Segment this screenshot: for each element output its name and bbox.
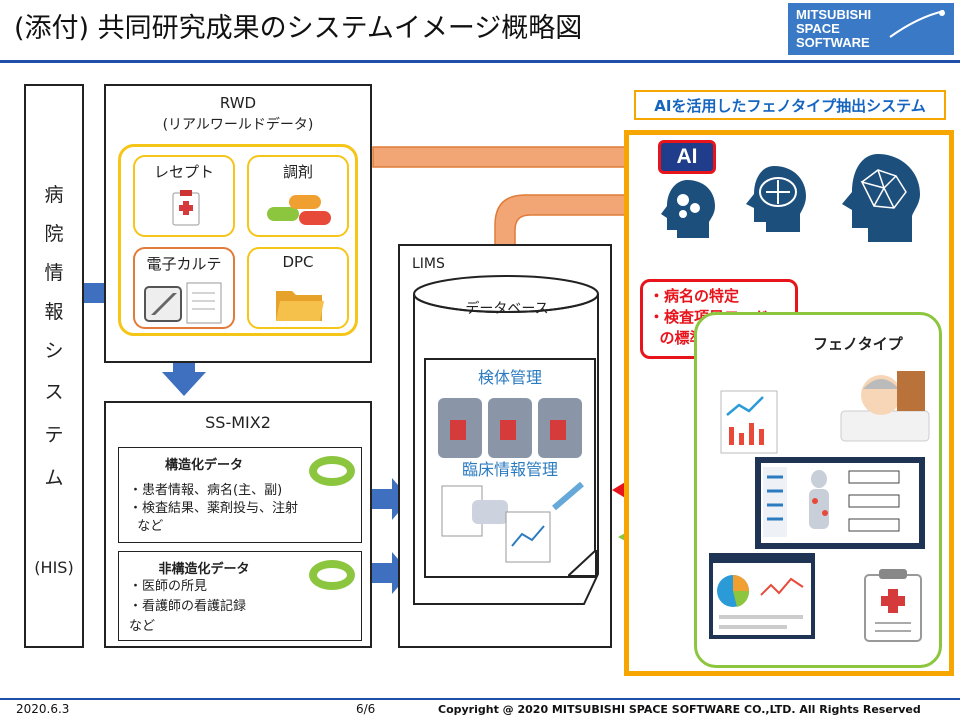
footer-copyright: Copyright @ 2020 MITSUBISHI SPACE SOFTWA… xyxy=(438,703,921,716)
his-char-4: 報 xyxy=(44,301,64,323)
arrow-rwd-to-ai xyxy=(372,135,662,179)
page-curl-icon xyxy=(568,550,597,577)
footer-date: 2020.6.3 xyxy=(16,702,70,716)
logo-line-1: MITSUBISHI xyxy=(796,7,872,22)
his-char-5: シ xyxy=(44,340,64,362)
ssmix-panel: SS-MIX2 構造化データ ・患者情報、病名(主、副) ・検査結果、薬剤投与、… xyxy=(104,401,372,648)
phenotype-panel: フェノタイプ xyxy=(694,312,942,668)
card-emr-label: 電子カルテ xyxy=(146,255,222,273)
footer-page-number: 6/6 xyxy=(356,702,376,716)
logo-line-3: SOFTWARE xyxy=(796,35,870,50)
structured-item-3: など xyxy=(129,519,164,534)
logo-swoosh-icon xyxy=(889,10,945,38)
clinical-documents-icon xyxy=(441,482,584,563)
monitor-chart-icon xyxy=(755,457,925,549)
lims-title: LIMS xyxy=(412,256,445,272)
lims-inner-document: 検体管理 臨床情報管理 xyxy=(424,358,597,578)
card-dispensing: 調剤 xyxy=(247,155,349,237)
specimen-management-label: 検体管理 xyxy=(477,368,542,387)
his-char-3: 情 xyxy=(44,262,64,284)
his-char-8: ム xyxy=(44,467,64,489)
card-receipt: レセプト xyxy=(133,155,235,237)
unstructured-item-3: など xyxy=(129,619,156,634)
ai-system-title: AIを活用したフェノタイプ抽出システム xyxy=(634,90,946,120)
ring-icon xyxy=(309,456,355,486)
arrow-unstructured-to-lims xyxy=(360,552,410,594)
unstructured-item-1: ・医師の所見 xyxy=(129,579,208,594)
header-divider xyxy=(0,60,960,63)
folder-icon xyxy=(276,291,324,321)
structured-data-box: 構造化データ ・患者情報、病名(主、副) ・検査結果、薬剤投与、注射 など xyxy=(118,447,362,543)
lims-panel: LIMS データベース 検体管理 臨床情報管理 xyxy=(398,244,612,648)
his-char-1: 病 xyxy=(44,184,64,206)
his-panel: 病 院 情 報 シ ス テ ム (HIS) xyxy=(24,84,84,648)
ssmix-title: SS-MIX2 xyxy=(205,413,271,432)
ai-badge: AI xyxy=(658,140,716,174)
structured-heading: 構造化データ xyxy=(164,458,243,473)
pills-icon xyxy=(267,195,331,225)
clipboard-icon xyxy=(172,190,200,226)
his-char-6: ス xyxy=(44,381,64,403)
his-char-7: テ xyxy=(44,424,64,446)
structured-item-2: ・検査結果、薬剤投与、注射 xyxy=(129,501,299,516)
rwd-subtitle: (リアルワールドデータ) xyxy=(162,117,314,133)
rwd-title: RWD xyxy=(219,94,257,112)
card-emr: 電子カルテ xyxy=(133,247,235,329)
gear-head-icon xyxy=(661,180,715,238)
analytics-report-icon xyxy=(720,390,778,454)
logo-line-2: SPACE xyxy=(796,21,840,36)
company-logo: MITSUBISHI SPACE SOFTWARE xyxy=(788,3,954,55)
tablet-documents-icon xyxy=(144,282,222,324)
card-dpc-label: DPC xyxy=(282,253,314,271)
ring-icon xyxy=(309,560,355,590)
rwd-data-group: レセプト 調剤 電子カルテ DPC xyxy=(118,144,358,336)
card-dispensing-label: 調剤 xyxy=(282,163,313,181)
circuit-brain-head-icon xyxy=(746,166,806,232)
card-dpc: DPC xyxy=(247,247,349,329)
rwd-panel: RWD (リアルワールドデータ) レセプト 調剤 電子カルテ xyxy=(104,84,372,363)
clinical-info-label: 臨床情報管理 xyxy=(461,460,558,479)
his-abbreviation: (HIS) xyxy=(34,558,74,577)
phenotype-label: フェノタイプ xyxy=(813,335,903,353)
structured-item-1: ・患者情報、病名(主、副) xyxy=(129,483,283,498)
page-title: (添付) 共同研究成果のシステムイメージ概略図 xyxy=(14,13,583,44)
dashboard-icon xyxy=(709,553,815,639)
unstructured-heading: 非構造化データ xyxy=(158,562,250,577)
footer-divider xyxy=(0,698,960,700)
specimen-containers-icon xyxy=(438,398,582,458)
arrow-structured-to-lims xyxy=(360,478,410,520)
his-char-2: 院 xyxy=(44,223,64,245)
unstructured-item-2: ・看護師の看護記録 xyxy=(129,599,247,614)
task-item-1: ・病名の特定 xyxy=(649,287,740,305)
unstructured-data-box: 非構造化データ ・医師の所見 ・看護師の看護記録 など xyxy=(118,551,362,641)
sick-patient-icon xyxy=(840,371,930,442)
medical-clipboard-icon xyxy=(864,569,922,642)
database-label: データベース xyxy=(465,301,549,317)
card-receipt-label: レセプト xyxy=(153,163,214,181)
network-brain-head-icon xyxy=(842,154,920,242)
